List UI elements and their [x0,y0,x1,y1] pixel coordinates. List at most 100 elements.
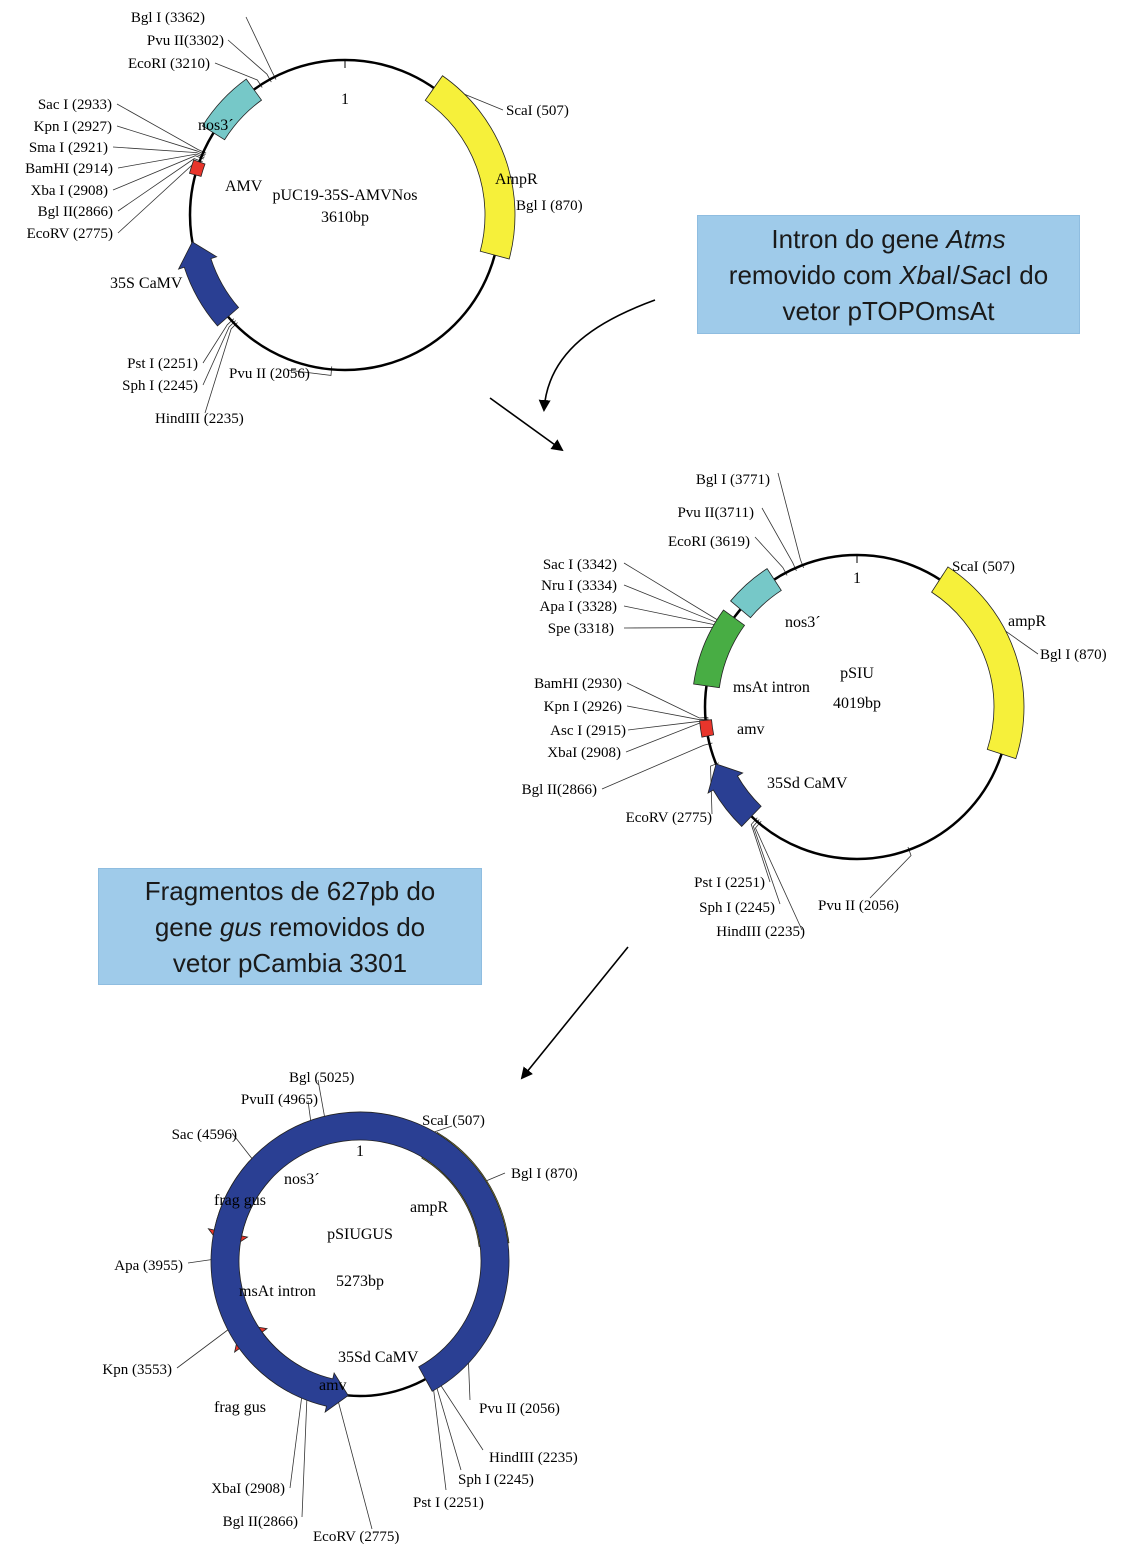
restriction-site-label: Pst I (2251) [694,875,765,891]
plasmid-size: 3610bp [321,209,369,226]
feature-label: AmpR [495,171,538,188]
site-leader [116,103,207,154]
restriction-site-label: Asc I (2915) [550,723,626,739]
feature-nos3 [201,78,263,141]
restriction-site-label: Pvu II (2056) [229,366,310,382]
restriction-site-label: XbaI (2908) [547,745,621,761]
restriction-site-label: Bgl II(2866) [223,1514,298,1530]
site-leader [337,1391,373,1530]
restriction-site-label: Sac I (2933) [38,97,112,113]
restriction-site-label: Sph I (2245) [458,1472,534,1488]
restriction-site-label: HindIII (2235) [716,924,805,940]
restriction-site-label: Bgl II(2866) [38,204,113,220]
restriction-site-label: Sac I (3342) [543,557,617,573]
restriction-site-label: Spe (3318) [548,621,614,637]
plasmid-name: pSIU [840,665,874,682]
feature-msat-intron [693,609,746,689]
text-run: vetor pTOPOmsAt [782,295,995,326]
restriction-site-label: Bgl I (3362) [131,10,205,26]
feature-label: nos3´ [785,614,821,631]
feature-label: 35S CaMV [110,275,183,292]
restriction-site-label: EcoRI (3210) [128,56,210,72]
plasmid-size: 4019bp [833,695,881,712]
site-leader [623,584,731,630]
restriction-site-label: ScaI (507) [952,559,1015,575]
restriction-site-label: EcoRV (2775) [626,810,712,826]
text-run: Fragmentos de 627pb do [144,875,436,906]
feature-ampr [931,566,1025,760]
italic-text: gus [219,911,262,942]
feature-35sd-camv [707,763,762,827]
restriction-site-label: Bgl I (870) [511,1166,578,1182]
restriction-site-label: BamHI (2914) [25,161,113,177]
site-leader [777,472,804,569]
site-leader [301,1383,311,1518]
origin-label: 1 [356,1143,364,1160]
plasmid-name: pUC19-35S-AMVNos [273,187,418,204]
note-line: removido com XbaI/SacI do [698,257,1079,293]
feature-label: msAt intron [239,1283,316,1300]
feature-label: msAt intron [733,679,810,696]
restriction-site-label: Bgl (5025) [289,1070,354,1086]
feature-label: nos3´ [284,1171,320,1188]
text-run: gene [154,911,220,942]
feature-label: AMV [225,178,263,195]
restriction-site-label: Kpn I (2927) [34,119,112,135]
note-line: Intron do gene Atms [698,221,1079,257]
feature-label: ampR [1008,613,1047,630]
feature-label: amv [737,721,765,738]
restriction-site-label: Pvu II(3302) [147,33,224,49]
restriction-site-label: Pvu II (2056) [818,898,899,914]
feature-label: 35Sd CaMV [338,1349,419,1366]
restriction-site-label: Bgl I (870) [1040,647,1107,663]
feature-amv [188,159,206,177]
origin-label: 1 [853,570,861,587]
site-leader [626,705,709,721]
feature-ampr [424,75,516,260]
feature-label: 35Sd CaMV [767,775,848,792]
italic-text: Atms [946,223,1006,254]
feature-label: frag gus [214,1399,266,1416]
restriction-site-label: Sph I (2245) [122,378,198,394]
italic-text: Sac [960,259,1005,290]
restriction-site-label: EcoRV (2775) [27,226,113,242]
site-leader [245,16,277,80]
site-leader [754,536,788,576]
restriction-site-label: Pvu II (2056) [479,1401,560,1417]
restriction-site-label: Apa I (3328) [540,599,617,615]
restriction-site-label: Sma I (2921) [29,140,108,156]
restriction-site-label: XbaI (2908) [211,1481,285,1497]
restriction-site-label: Apa (3955) [114,1258,183,1274]
text-run: vetor pCambia 3301 [172,947,408,978]
restriction-site-label: Sph I (2245) [699,900,775,916]
restriction-site-label: PvuII (4965) [241,1092,318,1108]
site-leader [214,62,263,88]
restriction-site-label: HindIII (2235) [489,1450,578,1466]
note-line: vetor pCambia 3301 [99,945,481,981]
feature-nos3 [730,568,782,619]
origin-label: 1 [341,91,349,108]
site-leader [626,682,709,719]
restriction-site-label: BamHI (2930) [534,676,622,692]
site-leader [427,1373,447,1491]
text-run: removido com [728,259,900,290]
feature-label: nos3´ [198,117,234,134]
text-run: Intron do gene [771,223,947,254]
feature-label: ampR [410,1199,449,1216]
restriction-site-label: HindIII (2235) [155,411,244,427]
restriction-site-label: Xba I (2908) [31,183,108,199]
restriction-site-label: Bgl I (870) [516,198,583,214]
insert-intron-arrow [538,299,656,412]
text-run: I/ [945,259,961,290]
restriction-site-label: Kpn I (2926) [544,699,622,715]
site-leader [761,507,797,572]
restriction-site-label: Bgl II(2866) [522,782,597,798]
feature-35sd-camv [210,1111,510,1413]
to-psiugus-arrow [520,946,629,1080]
restriction-site-label: Kpn (3553) [102,1362,172,1378]
site-leader [227,39,272,83]
restriction-site-label: EcoRV (2775) [313,1529,399,1544]
